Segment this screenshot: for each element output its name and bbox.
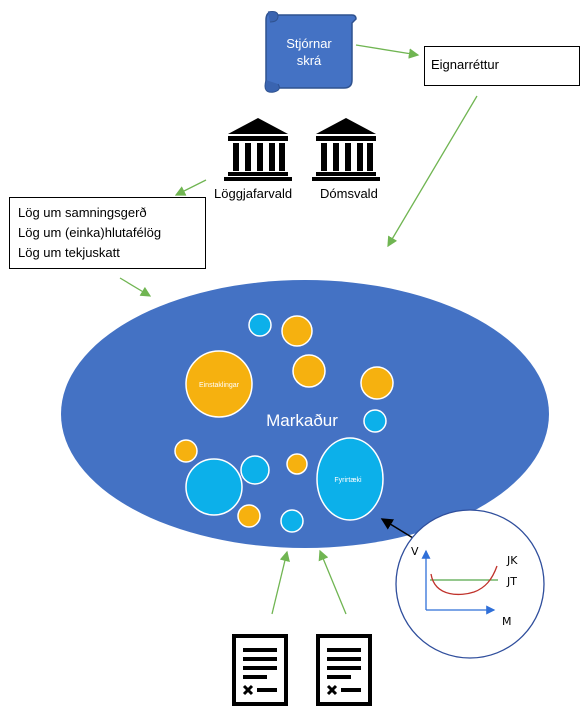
bubble-orange: [281, 315, 313, 347]
firms-label: Fyrirtæki: [334, 477, 362, 484]
constitution-scroll: Stjórnar skrá: [264, 11, 357, 93]
arrow-chart-to-firms: [380, 518, 414, 539]
individuals-bubble: Einstaklingar: [185, 350, 253, 418]
law-line: Lög um tekjuskatt: [18, 245, 120, 260]
arrow-document-left-to-market: [271, 550, 290, 615]
chart-upper-curve-label: JK: [506, 554, 518, 567]
bubble-orange: [237, 504, 261, 528]
bubble-cyan: [240, 455, 270, 485]
market-label: Markaður: [266, 411, 338, 430]
arrow-legislative-to-laws: [174, 179, 207, 196]
individuals-label: Einstaklingar: [199, 382, 240, 389]
bubble-orange: [360, 366, 394, 400]
arrow-ownership-to-market: [387, 95, 478, 248]
bubble-cyan: [185, 458, 243, 516]
law-line: Lög um samningsgerð: [18, 205, 147, 220]
contract-document-icon: [316, 634, 372, 706]
legislative-building-icon: [224, 118, 292, 181]
ownership-label: Eignarréttur: [431, 57, 499, 72]
chart-red-curve: [430, 565, 498, 596]
judicial-building-icon: [312, 118, 380, 181]
arrow-laws-to-market: [119, 277, 152, 297]
arrow-document-right-to-market: [318, 549, 347, 615]
legislative-label: Löggjafarvald: [214, 186, 293, 201]
laws-box: Lög um samningsgerð Lög um (einka)hlutaf…: [9, 197, 206, 269]
cost-chart: V M JK JT: [395, 509, 545, 659]
scroll-title-line2: skrá: [297, 53, 322, 68]
firms-bubble: Fyrirtæki: [316, 437, 384, 521]
chart-lower-curve-label: JT: [506, 575, 517, 588]
contract-document-icon: [232, 634, 288, 706]
bubble-orange: [292, 354, 326, 388]
bubble-orange: [174, 439, 198, 463]
chart-y-axis-label: V: [411, 545, 419, 558]
market-bubbles: [174, 313, 394, 533]
bubble-cyan: [248, 313, 272, 337]
judicial-label: Dómsvald: [320, 186, 378, 201]
law-line: Lög um (einka)hlutafélög: [18, 225, 162, 240]
market-ellipse: [61, 280, 549, 548]
bubble-orange: [286, 453, 308, 475]
scroll-title-line1: Stjórnar: [286, 36, 332, 51]
bubble-cyan: [363, 409, 387, 433]
arrow-scroll-to-ownership: [355, 44, 420, 59]
chart-x-axis-label: M: [502, 615, 512, 628]
ownership-box: Eignarréttur: [424, 46, 580, 86]
bubble-cyan: [280, 509, 304, 533]
